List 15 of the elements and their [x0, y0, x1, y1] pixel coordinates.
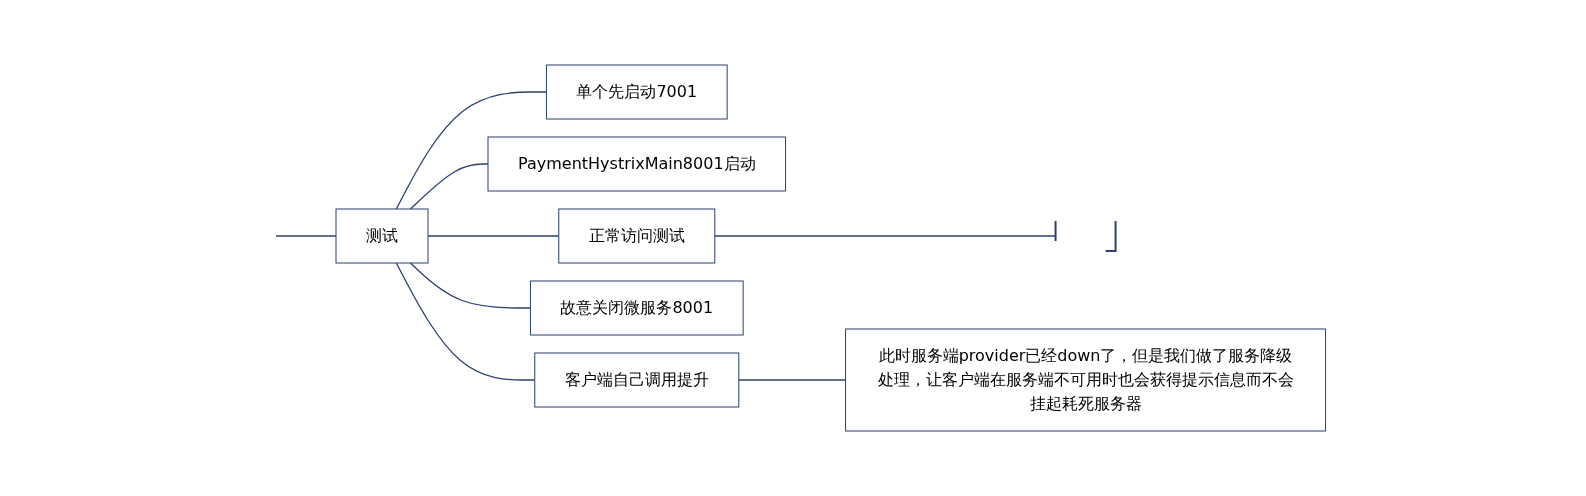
- node-box: 测试: [335, 208, 429, 264]
- connector: [737, 379, 846, 381]
- node-box: 客户端自己调用提升: [534, 352, 739, 408]
- connector: [275, 235, 337, 237]
- connector: [427, 235, 560, 237]
- node-box: 正常访问测试: [558, 208, 715, 264]
- node-box: 此时服务端provider已经down了，但是我们做了服务降级处理，让客户端在服务端不可用时也会获得提示信息而不会挂起耗死服务器: [844, 328, 1326, 432]
- connector: [409, 262, 531, 309]
- node-box: 故意关闭微服务8001: [529, 280, 744, 336]
- connector: [395, 262, 536, 381]
- connector: [409, 163, 489, 210]
- connector: [395, 91, 547, 210]
- node-box: 单个先启动7001: [545, 64, 728, 120]
- connector: [713, 235, 1056, 237]
- node-box: PaymentHystrixMain8001启动: [487, 136, 786, 192]
